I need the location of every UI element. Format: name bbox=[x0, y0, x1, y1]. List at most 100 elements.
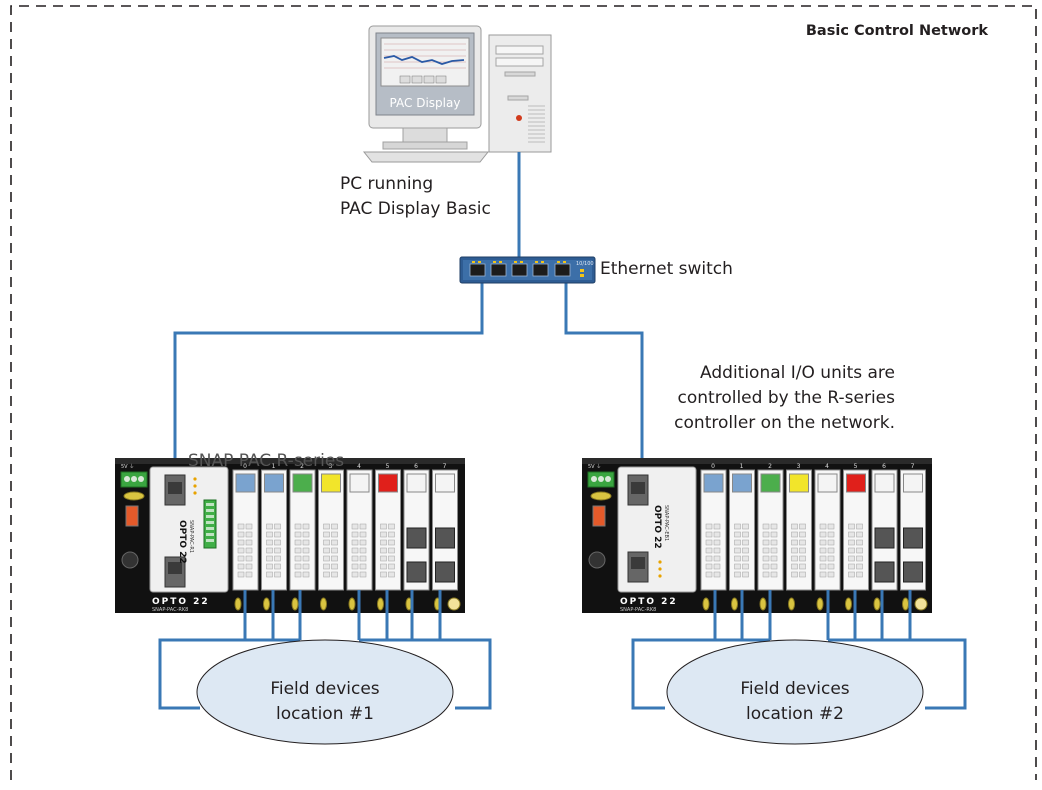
io-module: 6 bbox=[871, 463, 898, 611]
pc-label-line1: PC running bbox=[340, 174, 433, 194]
module-screw-icon bbox=[788, 597, 795, 611]
field2-line2: location #2 bbox=[746, 704, 844, 724]
module-screw-icon bbox=[377, 597, 384, 611]
controller-brand: OPTO 22 bbox=[652, 505, 662, 549]
pc-computer: PAC Display bbox=[362, 25, 552, 163]
io-module: 3 bbox=[786, 463, 812, 611]
module-color-tag bbox=[874, 473, 895, 493]
controller-model: SNAP-PAC-EB1 bbox=[663, 505, 669, 541]
module-screw-icon bbox=[702, 597, 710, 611]
rack2-io-modules: 0 1 2 3 4 5 6 7 bbox=[700, 463, 926, 611]
pc-label-line2: PAC Display Basic bbox=[340, 199, 491, 219]
io-module: 4 bbox=[346, 463, 373, 611]
slot-number: 7 bbox=[443, 463, 447, 470]
slot-number: 6 bbox=[414, 463, 418, 470]
monitor-icon: PAC Display bbox=[362, 25, 490, 163]
module-screw-icon bbox=[816, 597, 824, 611]
power-terminal: 5V ⏚ bbox=[587, 463, 615, 488]
power-terminal: 5V ⏚ bbox=[120, 463, 148, 488]
field2-line1: Field devices bbox=[740, 679, 849, 699]
note-line3: controller on the network. bbox=[674, 413, 895, 433]
tower-icon bbox=[488, 34, 552, 153]
switch-to-rack2-cable bbox=[564, 276, 644, 485]
module-color-tag bbox=[406, 473, 427, 493]
dashed-boundary bbox=[10, 5, 1037, 780]
module-color-tag bbox=[435, 473, 455, 493]
io-module: 0 bbox=[232, 463, 259, 611]
io-module: 7 bbox=[900, 463, 926, 611]
slot-number: 7 bbox=[911, 463, 915, 470]
module-color-tag bbox=[378, 473, 398, 493]
field-wiring bbox=[158, 590, 967, 710]
slot-number: 2 bbox=[300, 463, 304, 470]
module-screw-icon bbox=[873, 597, 881, 611]
note-line1: Additional I/O units are bbox=[700, 363, 895, 383]
svg-text:5V ⏚: 5V ⏚ bbox=[121, 463, 134, 470]
module-color-tag bbox=[817, 473, 838, 493]
screen-caption: PAC Display bbox=[390, 96, 461, 110]
field-devices-2: Field devices location #2 bbox=[666, 639, 924, 745]
module-color-tag bbox=[235, 473, 256, 493]
slot-number: 0 bbox=[711, 463, 715, 470]
slot-number: 5 bbox=[386, 463, 390, 470]
io-module: 3 bbox=[318, 463, 344, 611]
module-color-tag bbox=[264, 473, 284, 493]
slot-number: 5 bbox=[854, 463, 858, 470]
controller-model: SNAP-PAC-R1 bbox=[188, 520, 194, 553]
slot-number: 3 bbox=[329, 463, 333, 470]
slot-number: 4 bbox=[825, 463, 829, 470]
io-module: 2 bbox=[289, 463, 316, 611]
module-color-tag bbox=[732, 473, 752, 493]
io-rack-1: 5V ⏚ OPTO 22 SNAP- bbox=[115, 451, 465, 613]
module-screw-icon bbox=[759, 597, 767, 611]
fuse-icon bbox=[125, 505, 139, 527]
field1-line1: Field devices bbox=[270, 679, 379, 699]
module-color-tag bbox=[292, 473, 313, 493]
module-color-tag bbox=[760, 473, 781, 493]
slot-number: 0 bbox=[243, 463, 247, 470]
module-color-tag bbox=[321, 473, 341, 493]
io-module: 0 bbox=[700, 463, 727, 611]
fuse-icon bbox=[592, 505, 606, 527]
module-screw-icon bbox=[731, 597, 738, 611]
mount-hole-icon bbox=[588, 551, 606, 569]
rack-model: SNAP-PAC-RK8 bbox=[620, 607, 656, 613]
switch-to-rack1-cable bbox=[173, 276, 484, 485]
rack1-overlay-text: SNAP PAC R-series bbox=[188, 451, 344, 471]
module-screw-icon bbox=[348, 597, 356, 611]
ethernet-switch: 10/100 bbox=[459, 256, 596, 284]
io-module: 1 bbox=[261, 463, 287, 611]
module-color-tag bbox=[903, 473, 923, 493]
module-screw-icon bbox=[263, 597, 270, 611]
module-screw-icon bbox=[234, 597, 242, 611]
slot-number: 3 bbox=[797, 463, 801, 470]
field-devices-1: Field devices location #1 bbox=[196, 639, 454, 745]
module-screw-icon bbox=[845, 597, 852, 611]
note-line2: controlled by the R-series bbox=[678, 388, 896, 408]
rack-model: SNAP-PAC-RK8 bbox=[152, 607, 188, 613]
slot-number: 1 bbox=[740, 463, 744, 470]
rack-brand: OPTO 22 bbox=[152, 597, 210, 607]
module-screw-icon bbox=[320, 597, 327, 611]
module-screw-icon bbox=[902, 597, 909, 611]
controller-brand: OPTO 22 bbox=[177, 520, 187, 564]
module-color-tag bbox=[846, 473, 866, 493]
io-module: 4 bbox=[814, 463, 841, 611]
rack1-io-modules: 0 1 2 3 4 5 6 7 bbox=[232, 463, 458, 611]
switch-label: Ethernet switch bbox=[600, 259, 733, 279]
rack2-controller: OPTO 22 SNAP-PAC-EB1 bbox=[617, 466, 697, 593]
mount-hole-icon bbox=[121, 551, 139, 569]
field1-line2: location #1 bbox=[276, 704, 374, 724]
svg-text:5V ⏚: 5V ⏚ bbox=[588, 463, 601, 470]
slot-number: 2 bbox=[768, 463, 772, 470]
module-color-tag bbox=[349, 473, 370, 493]
io-module: 6 bbox=[403, 463, 430, 611]
network-cables bbox=[173, 152, 644, 485]
io-rack-2: 5V ⏚ OPTO 22 SNAP-PAC-EB1 0 1 2 3 4 5 6 7 OPTO … bbox=[582, 458, 932, 613]
io-module: 5 bbox=[843, 463, 869, 611]
io-module: 5 bbox=[375, 463, 401, 611]
io-module: 7 bbox=[432, 463, 458, 611]
rack-brand: OPTO 22 bbox=[620, 597, 678, 607]
